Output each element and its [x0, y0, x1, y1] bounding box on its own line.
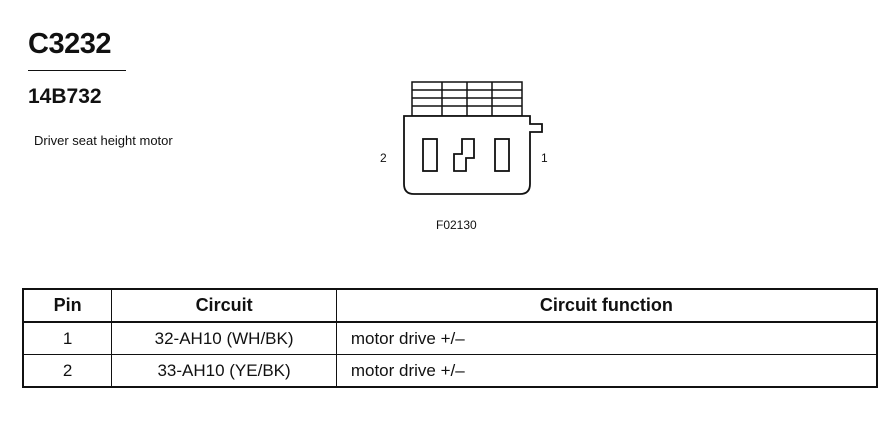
table-header-row: Pin Circuit Circuit function [22, 288, 878, 323]
cell-pin: 2 [22, 354, 113, 388]
cell-circuit: 33-AH10 (YE/BK) [111, 354, 337, 388]
connector-body [403, 115, 543, 195]
part-number: 14B732 [28, 85, 102, 108]
connector-diagram [403, 81, 543, 195]
cavity-pin-2 [422, 138, 438, 172]
connector-id: C3232 [28, 28, 111, 60]
header-function: Circuit function [335, 288, 878, 323]
pin-label-right: 1 [541, 151, 548, 165]
cavity-pin-1 [494, 138, 510, 172]
connector-description: Driver seat height motor [34, 133, 173, 148]
cell-function: motor drive +/– [335, 354, 878, 388]
header-circuit: Circuit [111, 288, 337, 323]
cavity-key [453, 138, 475, 172]
connector-latch [411, 81, 523, 117]
table-row: 1 32-AH10 (WH/BK) motor drive +/– [22, 321, 878, 355]
cell-circuit: 32-AH10 (WH/BK) [111, 321, 337, 355]
header-pin: Pin [22, 288, 113, 323]
table-row: 2 33-AH10 (YE/BK) motor drive +/– [22, 354, 878, 388]
pin-label-left: 2 [380, 151, 387, 165]
pinout-table: Pin Circuit Circuit function 1 32-AH10 (… [22, 288, 878, 388]
figure-code: F02130 [436, 218, 477, 232]
cell-pin: 1 [22, 321, 113, 355]
title-rule [28, 70, 126, 71]
cell-function: motor drive +/– [335, 321, 878, 355]
